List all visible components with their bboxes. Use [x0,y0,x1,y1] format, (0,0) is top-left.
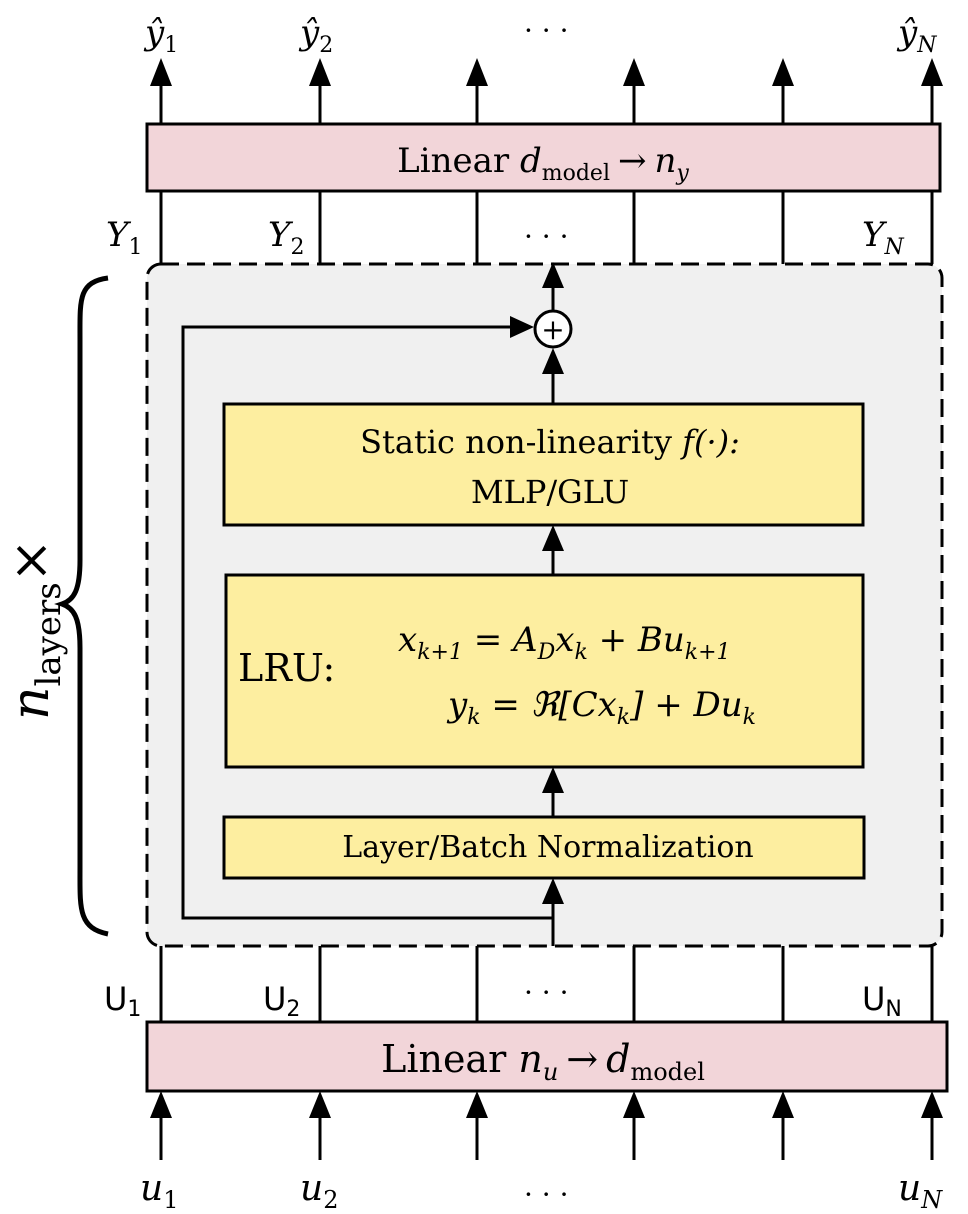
lru-block [224,573,865,769]
hidden-input-U2-label: U2 [263,980,300,1022]
input-linear-block [145,1020,949,1093]
output-ellipsis: · · · [524,14,569,47]
input-u1-label: u1 [140,1168,178,1214]
output-arrows [159,64,934,124]
nonlinearity-block [222,402,865,527]
nonlinearity-line2: MLP/GLU [471,473,629,511]
nonlinearity-line1: Static non-linearity f(·): [360,423,740,461]
normalization-label: Layer/Batch Normalization [342,830,754,865]
output-arrowhead-6 [921,58,943,86]
output-arrowhead-5 [772,58,794,86]
input-arrowhead-4 [623,1091,645,1118]
sum-output-arrowhead [542,262,564,288]
hidden-input-UN-label: UN [862,980,902,1022]
input-arrowhead-6 [921,1091,943,1118]
output-linear-label: Linear dmodel→ny [397,141,689,186]
output-y1-label: ŷ1 [143,13,178,58]
input-arrowhead-1 [150,1091,172,1118]
hidden-output-YN-label: YN [862,215,904,260]
lru-label: LRU: [238,646,335,690]
output-linear-block [145,122,942,193]
input-to-norm-arrowhead [542,878,564,904]
input-u2-label: u2 [300,1168,338,1214]
hidden-output-lines [159,191,934,264]
hidden-output-ellipsis: · · · [524,220,569,253]
lru-state-equation: xk+1 = ADxk + Buk+1 [398,620,731,665]
sum-symbol: + [541,313,564,346]
nonlin-to-sum-arrowhead [542,348,564,374]
input-arrowheads [150,1091,943,1118]
output-y2-label: ŷ2 [298,13,333,58]
output-arrowhead-3 [466,58,488,86]
hidden-input-ellipsis: · · · [524,976,569,1009]
input-ellipsis: · · · [524,1178,569,1211]
input-linear-label: Linear nu→dmodel [381,1037,705,1086]
input-arrowhead-5 [772,1091,794,1118]
output-yN-label: ŷN [896,13,937,58]
normalization-block [222,815,866,880]
input-arrows [159,1112,934,1160]
output-arrowhead-1 [150,58,172,86]
norm-to-lru-arrowhead [542,767,564,793]
output-arrowhead-4 [623,58,645,86]
residual-arrowhead [510,316,534,338]
input-arrowhead-3 [466,1091,488,1118]
input-arrowhead-2 [309,1091,331,1118]
layer-brace [54,275,109,937]
output-arrowheads [150,58,943,86]
lru-output-equation: yk = ℜ[Cxk] + Duk [446,685,756,730]
hidden-input-U1-label: U1 [104,980,141,1022]
hidden-output-Y1-label: Y1 [106,215,142,260]
layers-repeat-label: nlayers× [1,539,69,720]
hidden-input-lines [159,946,934,1022]
input-uN-label: uN [898,1168,943,1214]
hidden-output-Y2-label: Y2 [268,215,304,260]
output-arrowhead-2 [309,58,331,86]
lru-to-nonlin-arrowhead [542,525,564,551]
